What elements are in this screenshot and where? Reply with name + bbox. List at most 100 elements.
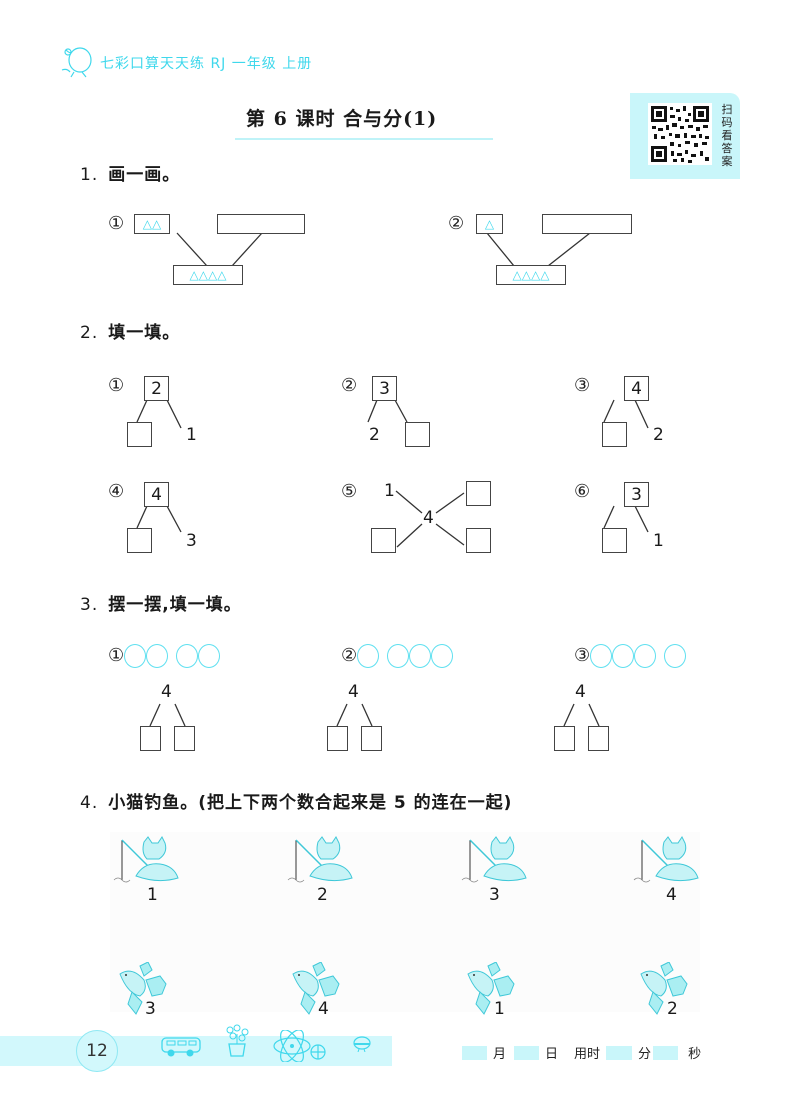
- item-label: ②: [341, 375, 358, 396]
- total-number: 4: [161, 682, 172, 702]
- item-label: ①: [108, 375, 125, 396]
- answer-box[interactable]: [602, 422, 627, 447]
- answer-box[interactable]: [466, 481, 491, 506]
- answer-box[interactable]: [554, 726, 575, 751]
- total-box: 4: [144, 482, 169, 507]
- qr-label-char: 看: [721, 129, 733, 142]
- question-number: 2.: [80, 323, 99, 343]
- qr-label-char: 扫: [721, 103, 733, 116]
- qr-label-char: 码: [721, 116, 733, 129]
- answer-box[interactable]: [140, 726, 161, 751]
- part-number: 3: [186, 531, 197, 551]
- item-label: ②: [341, 645, 358, 666]
- answer-box[interactable]: [371, 528, 396, 553]
- day-field[interactable]: [514, 1045, 540, 1060]
- fish-number[interactable]: 4: [318, 999, 329, 1019]
- cat-number[interactable]: 3: [489, 885, 500, 905]
- seconds-field[interactable]: [653, 1045, 679, 1060]
- answer-box[interactable]: [588, 726, 609, 751]
- question-2-heading: 2. 填一填。: [80, 318, 180, 343]
- left-part-box: △△: [134, 214, 170, 234]
- title-underline: [235, 138, 493, 140]
- answer-box[interactable]: [174, 726, 195, 751]
- question-number: 1.: [80, 165, 99, 185]
- part-number: 2: [369, 425, 380, 445]
- potted-plant-icon: [226, 1024, 249, 1057]
- answer-box[interactable]: [361, 726, 382, 751]
- item-label: ③: [574, 645, 591, 666]
- cat-number[interactable]: 4: [666, 885, 677, 905]
- item-label: ③: [574, 375, 591, 396]
- part-number: 1: [384, 481, 395, 501]
- item-label: ②: [448, 213, 465, 234]
- day-label: 日: [545, 1047, 559, 1062]
- question-title: 填一填。: [108, 323, 181, 343]
- total-number: 4: [575, 682, 586, 702]
- total-box: 4: [624, 376, 649, 401]
- fish-number[interactable]: 2: [667, 999, 678, 1019]
- counter-circle-icon: [176, 644, 199, 668]
- fish-number[interactable]: 3: [145, 999, 156, 1019]
- question-number: 4.: [80, 793, 99, 813]
- fish-icon: [292, 962, 340, 1015]
- answer-box[interactable]: [602, 528, 627, 553]
- answer-box[interactable]: [466, 528, 491, 553]
- fish-icon: [640, 962, 688, 1015]
- question-4-heading: 4.小猫钓鱼。(把上下两个数合起来是 5 的连在一起): [80, 788, 512, 813]
- total-box: 3: [624, 482, 649, 507]
- part-number: 1: [186, 425, 197, 445]
- qr-label-char: 案: [721, 155, 733, 168]
- total-box: 2: [144, 376, 169, 401]
- item-label: ④: [108, 481, 125, 502]
- right-part-answer-box[interactable]: [217, 214, 305, 234]
- minutes-label: 分: [638, 1047, 652, 1062]
- cat-number[interactable]: 1: [147, 885, 158, 905]
- atom-globe-icon: [273, 1030, 326, 1062]
- part-number: 1: [653, 531, 664, 551]
- counter-circle-icon: [198, 644, 221, 668]
- fish-number[interactable]: 1: [494, 999, 505, 1019]
- month-label: 月: [493, 1047, 507, 1062]
- counter-circle-icon: [612, 644, 635, 668]
- answer-box[interactable]: [405, 422, 430, 447]
- question-3-heading: 3. 摆一摆,填一填。: [80, 590, 242, 615]
- total-box: 3: [372, 376, 397, 401]
- month-field[interactable]: [462, 1045, 487, 1060]
- lesson-title: 第 6 课时 合与分(1): [246, 108, 438, 130]
- question-title: 摆一摆,填一填。: [108, 595, 242, 615]
- counter-circle-icon: [590, 644, 613, 668]
- answer-box[interactable]: [327, 726, 348, 751]
- qr-code-icon[interactable]: [648, 103, 712, 165]
- school-bus-icon: [161, 1037, 201, 1057]
- matching-area: [110, 832, 700, 1012]
- counter-group-3: ③: [574, 644, 687, 668]
- total-box: △△△△: [496, 265, 566, 285]
- item-label: ⑥: [574, 481, 591, 502]
- fish-icon: [467, 962, 515, 1015]
- seconds-label: 秒: [688, 1047, 702, 1062]
- bird-icon: [353, 1036, 371, 1052]
- counter-circle-icon: [146, 644, 169, 668]
- right-part-answer-box[interactable]: [542, 214, 632, 234]
- answer-box[interactable]: [127, 528, 152, 553]
- book-series-title: 七彩口算天天练 RJ 一年级 上册: [100, 56, 313, 72]
- counter-circle-icon: [664, 644, 687, 668]
- counter-circle-icon: [431, 644, 454, 668]
- mascot-logo-icon: [61, 47, 92, 78]
- qr-scan-label: 扫 码 看 答 案: [719, 103, 735, 168]
- left-part-box: △: [476, 214, 503, 234]
- counter-circle-icon: [387, 644, 410, 668]
- answer-box[interactable]: [127, 422, 152, 447]
- counter-circle-icon: [124, 644, 147, 668]
- counter-circle-icon: [634, 644, 657, 668]
- qr-label-char: 答: [721, 142, 733, 155]
- question-number: 3.: [80, 595, 99, 615]
- cat-number[interactable]: 2: [317, 885, 328, 905]
- center-total: 4: [423, 508, 434, 528]
- question-1-heading: 1.画一画。: [80, 160, 180, 185]
- minutes-field[interactable]: [606, 1045, 633, 1060]
- counter-group-2: ②: [341, 644, 454, 668]
- part-number: 2: [653, 425, 664, 445]
- item-label: ①: [108, 645, 125, 666]
- time-used-label: 用时: [574, 1047, 601, 1062]
